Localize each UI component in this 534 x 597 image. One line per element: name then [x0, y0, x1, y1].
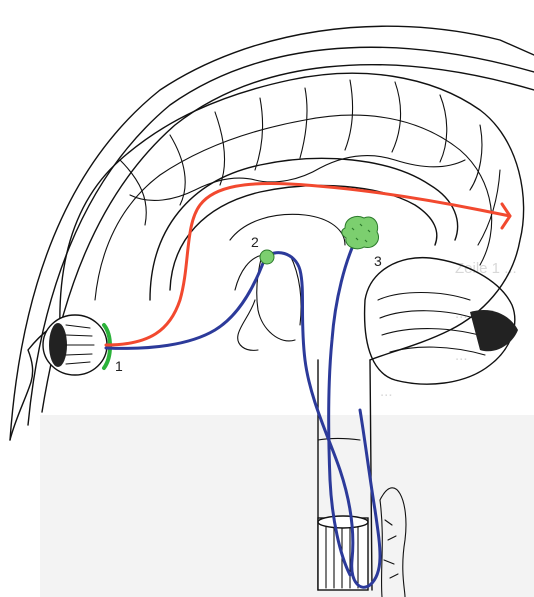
label-2: 2 [251, 234, 259, 250]
spinal-segment-top [318, 516, 368, 528]
background-residue: Zeile 1 ... ... ... ... [40, 260, 534, 597]
fornix [230, 214, 345, 245]
outer-skull-line [10, 26, 534, 440]
cluster-node-icon [342, 216, 379, 248]
label-3: 3 [374, 253, 382, 269]
cerebellum-dark-region [470, 310, 518, 351]
corpus-callosum-lower [170, 186, 437, 290]
label-1: 1 [115, 358, 123, 374]
head-outline [10, 26, 534, 440]
eye-icon [43, 315, 110, 375]
thalamus-outline [235, 255, 295, 341]
background-block [40, 415, 534, 597]
cortex-gyri [120, 80, 500, 245]
background-text-4: ... [380, 383, 393, 400]
circle-node-icon [260, 250, 274, 264]
cortex-inner-edge [95, 115, 492, 300]
corpus-callosum-upper [150, 158, 458, 300]
red-pathway [106, 183, 510, 345]
